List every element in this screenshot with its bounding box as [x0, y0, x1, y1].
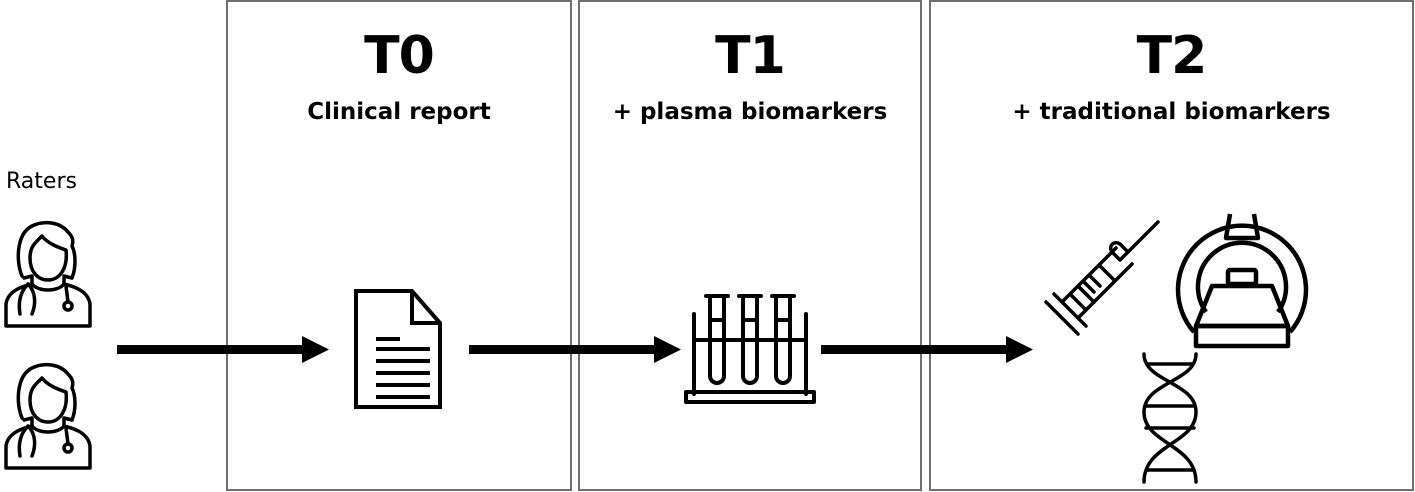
- mri-scanner-icon: [1175, 213, 1309, 349]
- raters-label: Raters: [6, 169, 77, 194]
- stage-subtitle: + traditional biomarkers: [1012, 99, 1331, 125]
- doctor-female-icon: [4, 362, 92, 470]
- dna-icon: [1142, 352, 1198, 484]
- document-icon: [354, 289, 442, 409]
- stage-box-t2: T2 + traditional biomarkers: [929, 0, 1414, 491]
- stage-box-t0: T0 Clinical report: [226, 0, 572, 491]
- stage-title: T2: [1136, 26, 1208, 86]
- test-tubes-rack-icon: [684, 294, 816, 404]
- doctor-female-icon: [4, 220, 92, 328]
- stage-title: T0: [364, 26, 435, 86]
- stage-subtitle: Clinical report: [307, 99, 491, 125]
- syringe-icon: [1044, 220, 1160, 336]
- stage-title: T1: [715, 26, 786, 86]
- stage-box-t1: T1 + plasma biomarkers: [578, 0, 922, 491]
- stage-subtitle: + plasma biomarkers: [612, 99, 888, 125]
